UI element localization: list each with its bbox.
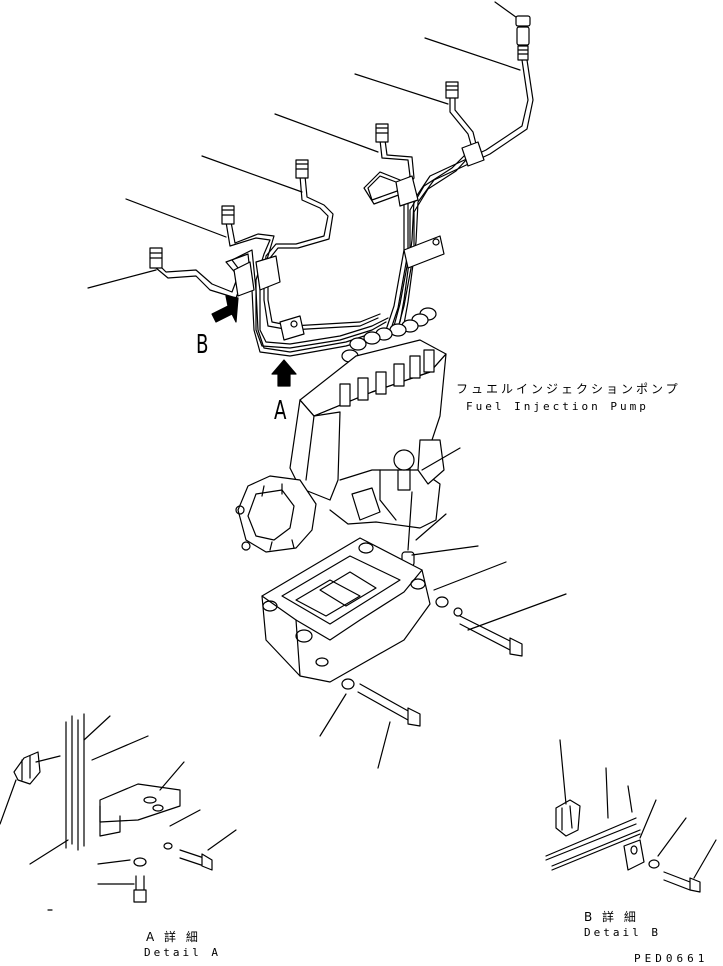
detail-a-label-english: Detail A bbox=[144, 946, 221, 959]
detail-a-label-japanese: A 詳 細 bbox=[146, 930, 201, 944]
pump-label-english: Fuel Injection Pump bbox=[466, 400, 649, 413]
pipe-clamps bbox=[234, 142, 484, 340]
leader-lines-upper bbox=[88, 2, 520, 288]
detail-b-label-english: Detail B bbox=[584, 926, 661, 939]
detail-a-drawing bbox=[0, 714, 236, 910]
pump-label-japanese: フュエルインジェクションポンプ bbox=[456, 382, 681, 396]
injection-pipes bbox=[156, 60, 533, 356]
pump-fittings-row bbox=[342, 308, 436, 362]
view-label-a: A bbox=[274, 396, 287, 426]
view-label-b: B bbox=[196, 330, 209, 360]
washers-bolts bbox=[320, 546, 566, 768]
fuel-injection-pump bbox=[236, 340, 460, 566]
view-arrows bbox=[212, 296, 296, 386]
pump-bracket bbox=[262, 538, 430, 682]
detail-b-label-japanese: B 詳 細 bbox=[584, 910, 639, 924]
pipe-end-fittings bbox=[150, 16, 530, 268]
drawing-code: PED0661 bbox=[634, 952, 709, 965]
detail-b-drawing bbox=[546, 740, 716, 892]
